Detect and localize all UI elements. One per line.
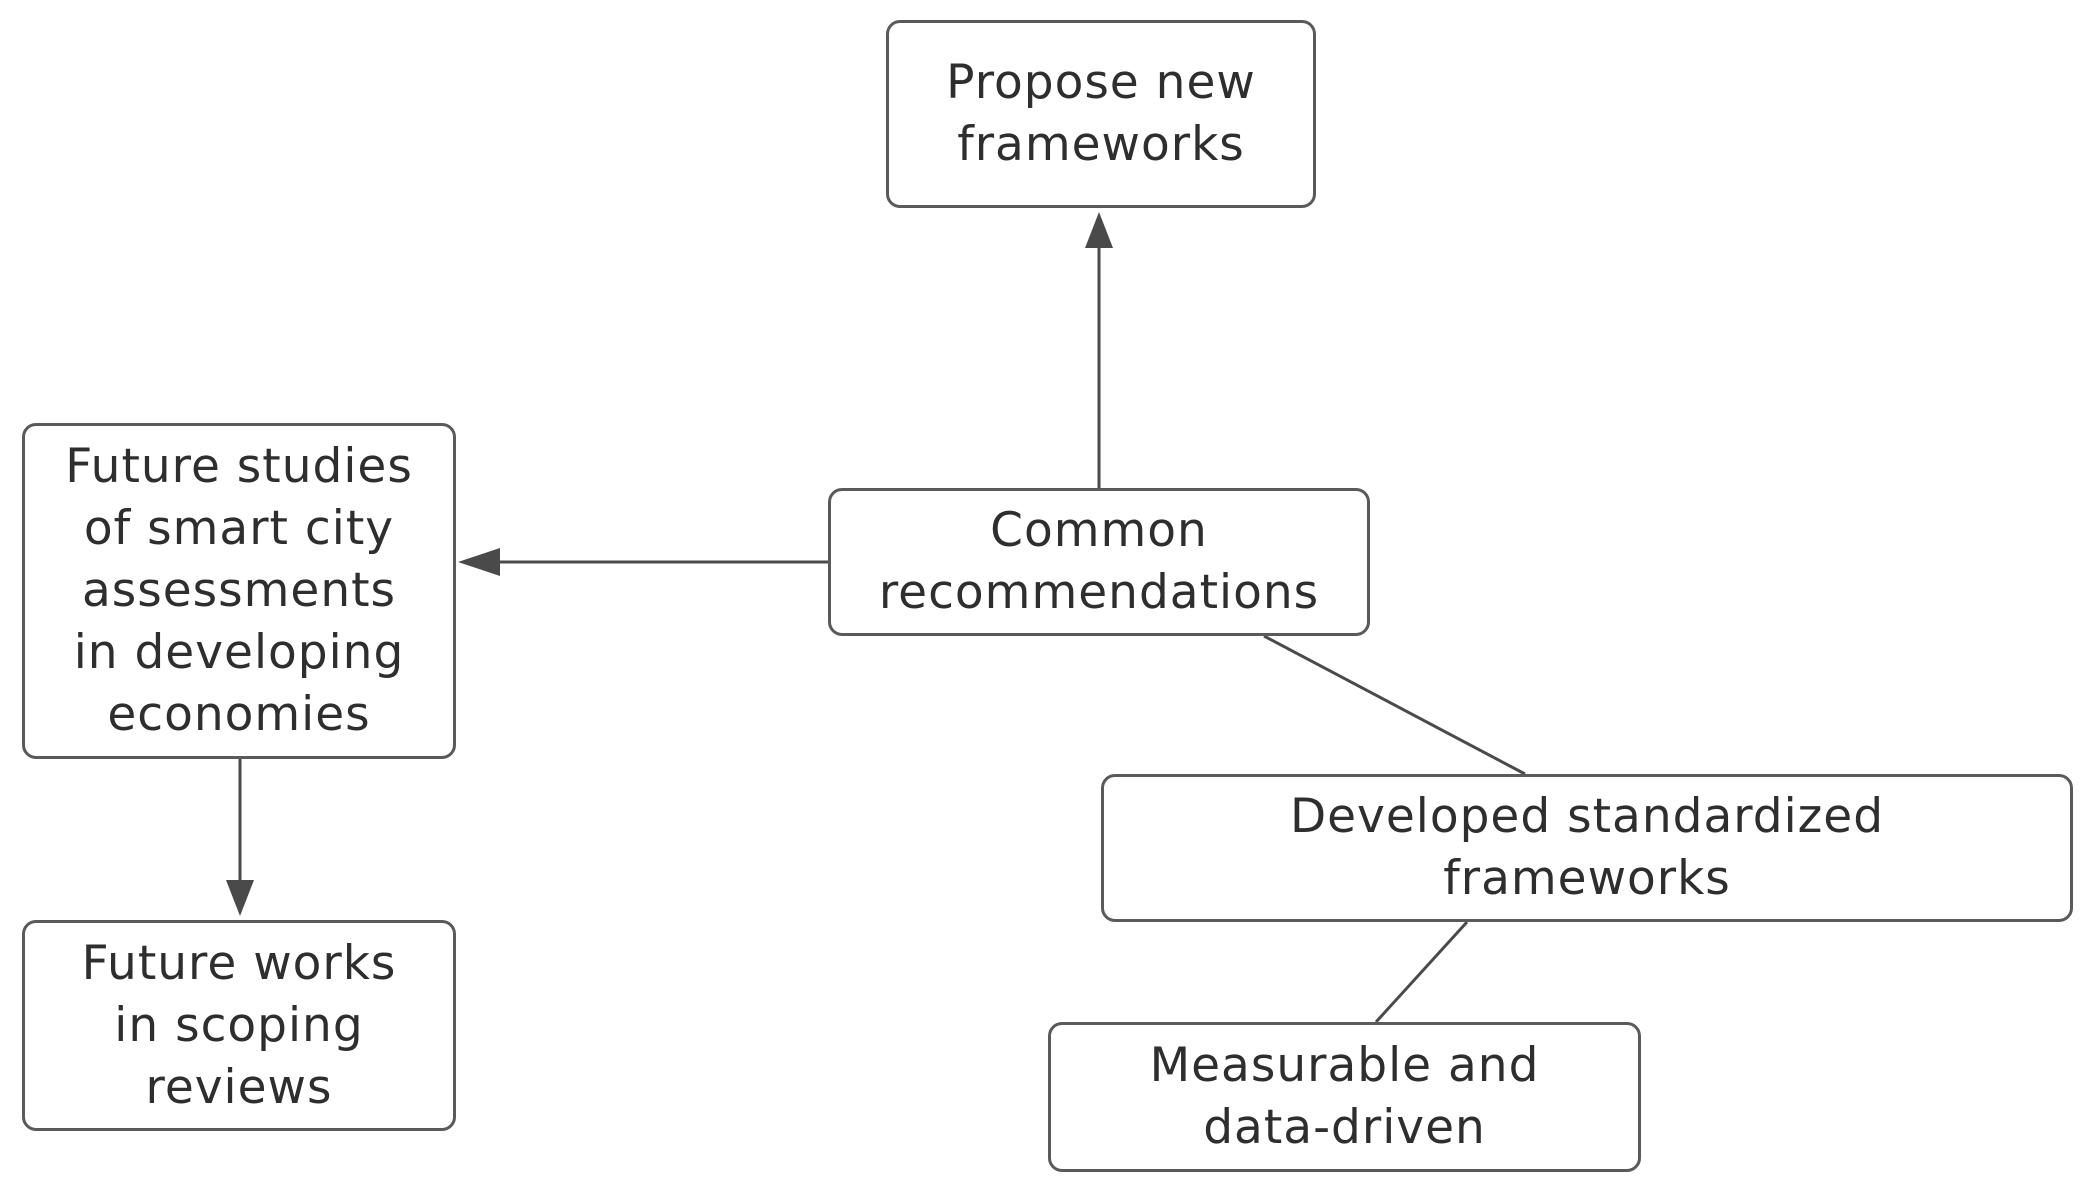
node-future-works: Future works in scoping reviews — [22, 920, 456, 1131]
node-label-line: frameworks — [957, 117, 1245, 172]
node-future-studies: Future studies of smart city assessments… — [22, 423, 456, 759]
node-label-line: Measurable and — [1149, 1038, 1540, 1093]
node-measurable-data-driven: Measurable and data-driven — [1048, 1022, 1641, 1172]
node-label-line: Future studies — [65, 439, 413, 494]
arrowhead-propose — [1085, 212, 1113, 248]
node-common-recommendations: Common recommendations — [828, 488, 1370, 636]
node-label-line: reviews — [145, 1059, 333, 1115]
arrowhead-future-studies — [458, 548, 500, 576]
node-label-line: Developed standardized — [1289, 789, 1885, 844]
node-label-line: assessments — [81, 563, 397, 618]
node-label-line: of smart city — [83, 501, 395, 556]
node-label-line: Propose new — [946, 55, 1256, 110]
node-label-line: in developing — [73, 625, 405, 680]
edge-developed-to-measurable — [1374, 920, 1469, 1024]
node-label-line: in scoping — [114, 997, 364, 1053]
node-developed-standardized-frameworks: Developed standardized frameworks — [1101, 774, 2073, 922]
node-label-line: Common — [990, 503, 1208, 558]
arrowhead-future-works — [226, 880, 254, 916]
node-label-line: recommendations — [878, 565, 1320, 620]
edge-common-to-developed — [1263, 634, 1526, 776]
node-label-line: Future works — [81, 935, 397, 991]
node-label-line: frameworks — [1443, 851, 1731, 906]
node-label-line: data-driven — [1203, 1100, 1486, 1155]
node-propose-new-frameworks: Propose new frameworks — [886, 20, 1316, 208]
node-label-line: economies — [107, 687, 371, 742]
